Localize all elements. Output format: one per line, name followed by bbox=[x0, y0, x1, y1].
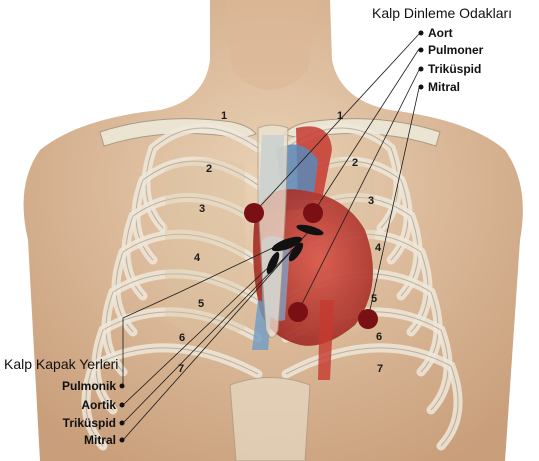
rib-number: 7 bbox=[178, 363, 184, 375]
rib-number: 4 bbox=[194, 252, 201, 264]
rib-outline bbox=[85, 347, 259, 447]
left-rib-numbers: 1 2 3 4 5 6 7 bbox=[178, 110, 227, 375]
valve-markers bbox=[266, 224, 324, 275]
auscultation-legend: Kalp Dinleme Odakları Aort Pulmoner Trik… bbox=[372, 5, 512, 94]
rib-outline bbox=[125, 197, 259, 297]
auscultation-markers bbox=[244, 203, 378, 329]
trikuspid-valve bbox=[266, 251, 280, 275]
rib-number: 7 bbox=[377, 363, 383, 375]
valve-item-mitral: Mitral bbox=[84, 433, 116, 447]
rib-outline bbox=[135, 160, 259, 261]
valve-legend: Kalp Kapak Yerleri Pulmonik Aortik Trikü… bbox=[4, 356, 125, 447]
aortik-valve bbox=[271, 236, 303, 252]
rib-outline bbox=[285, 347, 459, 447]
rib-number: 2 bbox=[206, 163, 212, 175]
rib-number: 5 bbox=[198, 298, 204, 310]
rib-outline bbox=[105, 273, 259, 373]
valve-item-trikuspid: Triküspid bbox=[63, 416, 116, 430]
aort-marker bbox=[244, 203, 264, 223]
rib-number: 6 bbox=[376, 331, 382, 343]
rib-outline bbox=[95, 311, 259, 411]
rib-number: 4 bbox=[375, 242, 382, 254]
rib-cage bbox=[81, 123, 463, 451]
auscultation-leaders bbox=[253, 33, 420, 320]
valve-title: Kalp Kapak Yerleri bbox=[4, 356, 118, 372]
auscultation-title: Kalp Dinleme Odakları bbox=[372, 5, 512, 21]
auscultation-item-aort: Aort bbox=[428, 26, 453, 40]
rib-number: 6 bbox=[179, 332, 185, 344]
pulmoner-marker bbox=[303, 203, 323, 223]
rib-number: 2 bbox=[352, 157, 358, 169]
valve-item-aortik: Aortik bbox=[81, 398, 116, 412]
rib-number: 1 bbox=[337, 110, 343, 122]
trikuspid-marker bbox=[288, 302, 308, 322]
mitral-marker bbox=[358, 309, 378, 329]
pulmonik-valve bbox=[296, 224, 324, 236]
auscultation-item-trikuspid: Triküspid bbox=[428, 62, 481, 76]
right-rib-numbers: 1 2 3 4 5 6 7 bbox=[337, 110, 383, 375]
rib-outline bbox=[115, 233, 259, 333]
sternum bbox=[257, 124, 289, 338]
rib-number: 3 bbox=[199, 203, 205, 215]
rib-number: 3 bbox=[368, 195, 374, 207]
auscultation-item-mitral: Mitral bbox=[428, 80, 460, 94]
valve-leaders bbox=[122, 229, 311, 441]
mitral-valve bbox=[288, 242, 304, 262]
valve-item-pulmonik: Pulmonik bbox=[62, 379, 116, 393]
auscultation-item-pulmoner: Pulmoner bbox=[428, 43, 484, 57]
rib-number: 5 bbox=[371, 293, 377, 305]
rib-number: 1 bbox=[221, 110, 227, 122]
